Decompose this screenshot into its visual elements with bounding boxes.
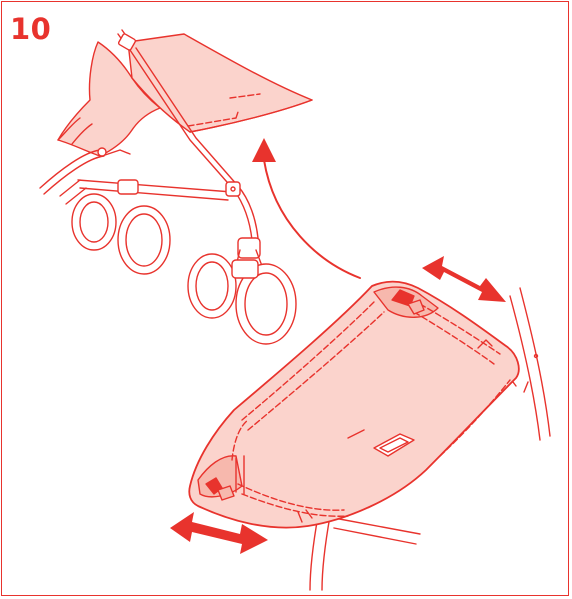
canopy-icon	[188, 280, 520, 529]
double-headed-arrow-icon	[422, 256, 506, 302]
stroller-icon	[39, 29, 313, 345]
double-headed-arrow-icon	[170, 512, 268, 554]
step-number: 10	[10, 12, 52, 46]
curved-arrow-icon	[252, 138, 361, 279]
